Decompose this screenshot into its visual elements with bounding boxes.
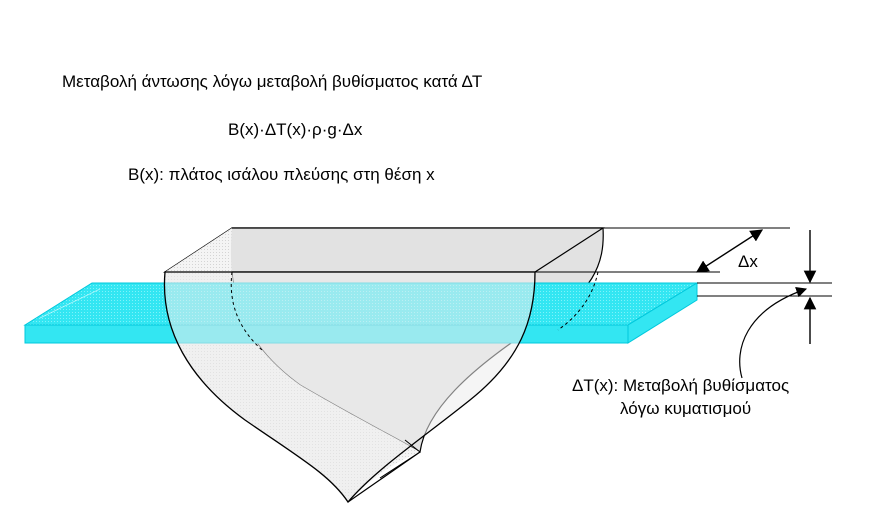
width-definition: B(x): πλάτος ισάλου πλεύσης στη θέση x xyxy=(128,165,435,184)
buoyancy-formula: B(x)·ΔT(x)·ρ·g·Δx xyxy=(228,120,363,139)
hidden-rear-edge-right xyxy=(557,271,599,331)
dx-dimension-arrow xyxy=(695,229,764,273)
dt-leader-line xyxy=(739,287,808,379)
dt-label-line2: λόγω κυματισμού xyxy=(620,399,752,418)
dt-label-line1: ΔT(x): Μεταβολή βυθίσματος xyxy=(572,376,790,395)
keel-inner-edge xyxy=(379,439,421,479)
front-section-face xyxy=(163,271,536,504)
hidden-rear-edge xyxy=(230,271,263,351)
dx-label: Δx xyxy=(738,252,758,271)
diagram-title: Μεταβολή άντωσης λόγω μεταβολή βυθίσματο… xyxy=(62,72,483,91)
